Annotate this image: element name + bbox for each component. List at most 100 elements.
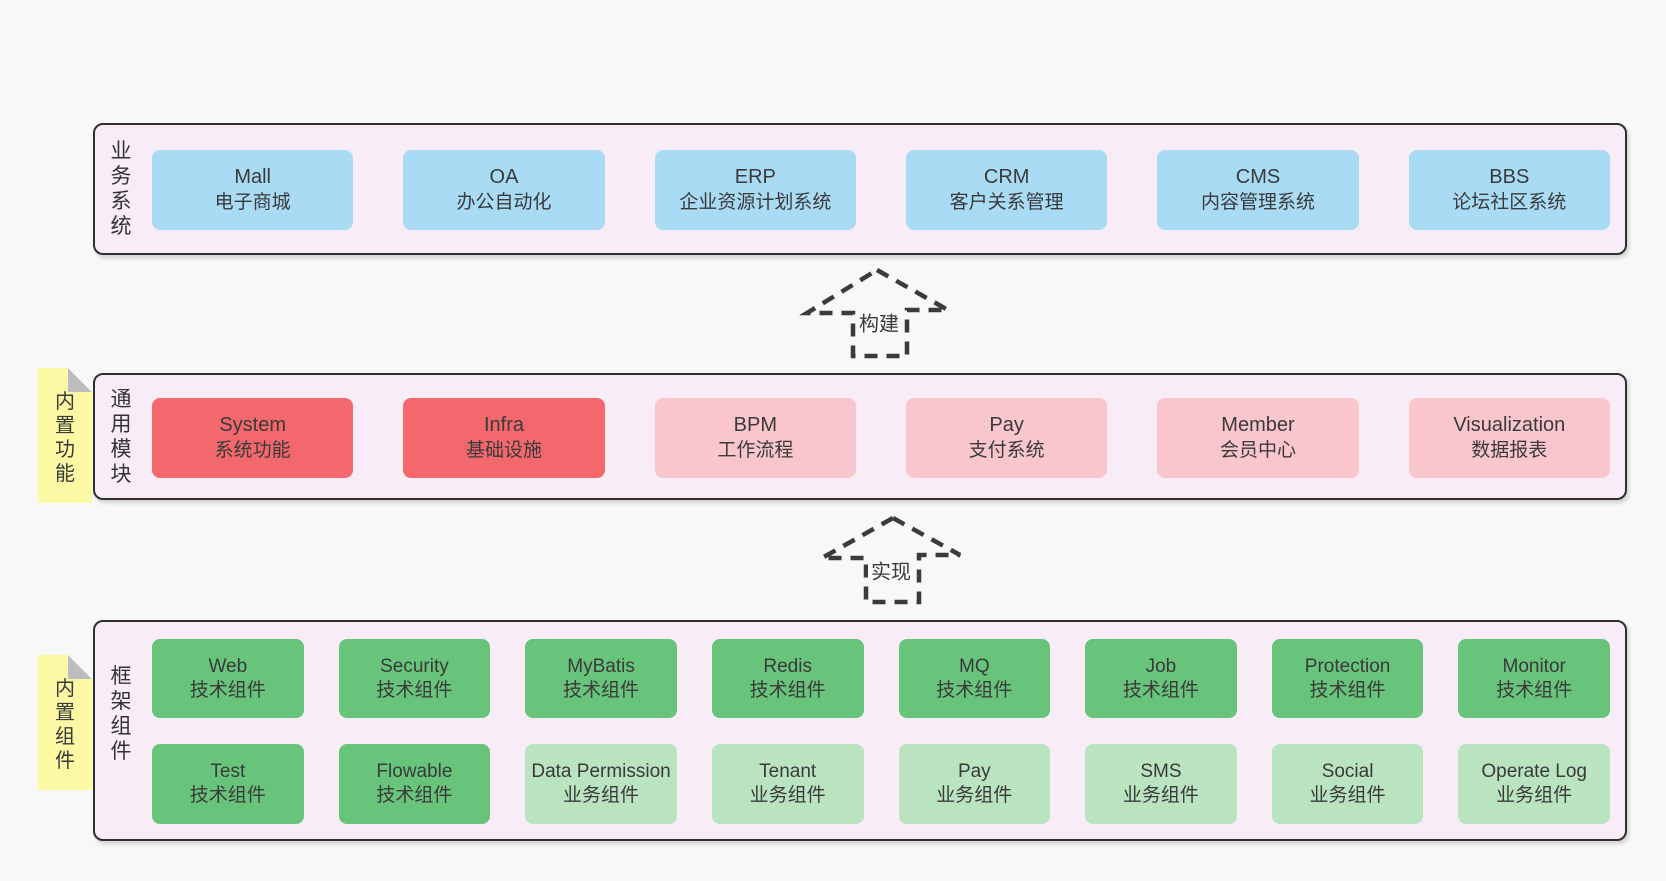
- box-title: Data Permission: [531, 761, 671, 782]
- box-subtitle: 业务组件: [749, 785, 826, 806]
- sticky-text: 内置组件: [55, 678, 75, 772]
- box-subtitle: 技术组件: [936, 679, 1013, 701]
- box-subtitle: 企业资源计划系统: [679, 192, 832, 213]
- sticky-note-built-in-features: 内置功能: [38, 368, 92, 503]
- box-subtitle: 工作流程: [717, 440, 794, 461]
- box-title: Monitor: [1502, 655, 1566, 677]
- box-subtitle: 数据报表: [1471, 440, 1548, 461]
- box-flowable: Flowable 技术组件: [338, 744, 491, 824]
- box-title: Member: [1221, 414, 1295, 436]
- box-title: Security: [380, 655, 449, 677]
- box-social: Social 业务组件: [1271, 744, 1424, 824]
- box-subtitle: 业务组件: [936, 785, 1013, 806]
- box-system: System 系统功能: [152, 398, 354, 478]
- box-data-permission: Data Permission 业务组件: [525, 744, 677, 824]
- box-subtitle: 技术组件: [1122, 679, 1199, 701]
- box-subtitle: 客户关系管理: [949, 192, 1064, 213]
- box-tenant: Tenant 业务组件: [711, 744, 864, 824]
- box-bpm: BPM 工作流程: [654, 398, 856, 478]
- panel-common-modules: 通用模块 System 系统功能 Infra 基础设施 BPM 工作流程 Pay…: [93, 373, 1627, 500]
- box-infra: Infra 基础设施: [403, 398, 605, 478]
- section-label-business: 业务系统: [110, 140, 132, 238]
- box-protection: Protection 技术组件: [1271, 639, 1424, 718]
- box-crm: CRM 客户关系管理: [905, 150, 1108, 230]
- box-title: Mall: [234, 166, 271, 188]
- box-title: MyBatis: [567, 655, 635, 677]
- box-visualization: Visualization 数据报表: [1408, 398, 1610, 478]
- box-subtitle: 技术组件: [376, 785, 453, 806]
- box-job: Job 技术组件: [1085, 639, 1237, 718]
- box-operate-log: Operate Log 业务组件: [1458, 744, 1610, 824]
- box-title: Web: [208, 655, 248, 677]
- box-subtitle: 电子商城: [214, 192, 291, 213]
- box-mybatis: MyBatis 技术组件: [525, 639, 677, 718]
- box-title: Social: [1321, 761, 1374, 782]
- sticky-text: 内置功能: [55, 391, 75, 485]
- components-row-1: Web 技术组件 Security 技术组件 MyBatis 技术组件 Redi…: [152, 639, 1610, 718]
- box-title: Flowable: [376, 761, 453, 782]
- box-title: Job: [1145, 655, 1177, 677]
- box-title: BPM: [733, 414, 777, 436]
- box-subtitle: 技术组件: [189, 785, 266, 806]
- box-subtitle: 支付系统: [968, 440, 1045, 461]
- box-title: System: [219, 414, 286, 436]
- box-title: SMS: [1140, 761, 1182, 782]
- box-cms: CMS 内容管理系统: [1157, 150, 1359, 230]
- box-subtitle: 系统功能: [214, 440, 291, 461]
- box-member: Member 会员中心: [1157, 398, 1359, 478]
- box-redis: Redis 技术组件: [711, 639, 864, 718]
- box-mq: MQ 技术组件: [898, 639, 1051, 718]
- box-mall: Mall 电子商城: [152, 150, 354, 230]
- arrow-label-implement: 实现: [868, 555, 914, 585]
- box-title: BBS: [1489, 166, 1530, 188]
- sticky-note-built-in-components: 内置组件: [38, 655, 92, 790]
- panel-framework-components: 框架组件 Web 技术组件 Security 技术组件 MyBatis 技术组件…: [93, 620, 1627, 841]
- components-row-2: Test 技术组件 Flowable 技术组件 Data Permission …: [152, 744, 1610, 824]
- box-web: Web 技术组件: [152, 639, 304, 718]
- folded-corner-icon: [68, 655, 92, 679]
- box-erp: ERP 企业资源计划系统: [654, 150, 856, 230]
- box-subtitle: 技术组件: [1496, 679, 1573, 701]
- box-title: Tenant: [759, 761, 817, 782]
- box-monitor: Monitor 技术组件: [1458, 639, 1610, 718]
- box-subtitle: 业务组件: [563, 785, 640, 806]
- box-title: Pay: [957, 761, 991, 782]
- section-label-components: 框架组件: [110, 665, 132, 763]
- box-subtitle: 业务组件: [1309, 785, 1386, 806]
- box-subtitle: 业务组件: [1122, 785, 1199, 806]
- box-subtitle: 论坛社区系统: [1452, 192, 1567, 213]
- box-subtitle: 办公自动化: [456, 192, 552, 213]
- box-bbs: BBS 论坛社区系统: [1408, 150, 1610, 230]
- box-pay-module: Pay 支付系统: [905, 398, 1108, 478]
- box-title: Protection: [1304, 655, 1391, 677]
- box-subtitle: 技术组件: [189, 679, 266, 701]
- box-subtitle: 技术组件: [749, 679, 826, 701]
- box-subtitle: 技术组件: [1309, 679, 1386, 701]
- box-title: Pay: [989, 414, 1024, 436]
- box-oa: OA 办公自动化: [403, 150, 605, 230]
- folded-corner-icon: [68, 368, 92, 392]
- box-test: Test 技术组件: [152, 744, 304, 824]
- section-label-modules: 通用模块: [110, 387, 132, 486]
- box-subtitle: 会员中心: [1219, 440, 1296, 461]
- box-title: Visualization: [1453, 414, 1566, 436]
- box-title: MQ: [959, 655, 990, 677]
- box-subtitle: 基础设施: [465, 440, 542, 461]
- box-subtitle: 技术组件: [376, 679, 453, 701]
- box-title: CRM: [983, 166, 1030, 188]
- box-title: CMS: [1235, 166, 1281, 188]
- modules-box-row: System 系统功能 Infra 基础设施 BPM 工作流程 Pay 支付系统…: [152, 398, 1610, 478]
- box-subtitle: 业务组件: [1496, 785, 1573, 806]
- box-title: OA: [489, 166, 519, 188]
- box-sms: SMS 业务组件: [1085, 744, 1237, 824]
- box-pay-component: Pay 业务组件: [898, 744, 1051, 824]
- box-subtitle: 内容管理系统: [1200, 192, 1315, 213]
- box-security: Security 技术组件: [338, 639, 491, 718]
- box-title: Redis: [763, 655, 812, 677]
- box-title: ERP: [734, 166, 776, 188]
- business-box-row: Mall 电子商城 OA 办公自动化 ERP 企业资源计划系统 CRM 客户关系…: [152, 150, 1610, 230]
- arrow-label-build: 构建: [856, 307, 902, 337]
- box-title: Infra: [483, 414, 524, 436]
- panel-business-systems: 业务系统 Mall 电子商城 OA 办公自动化 ERP 企业资源计划系统 CRM…: [93, 123, 1627, 255]
